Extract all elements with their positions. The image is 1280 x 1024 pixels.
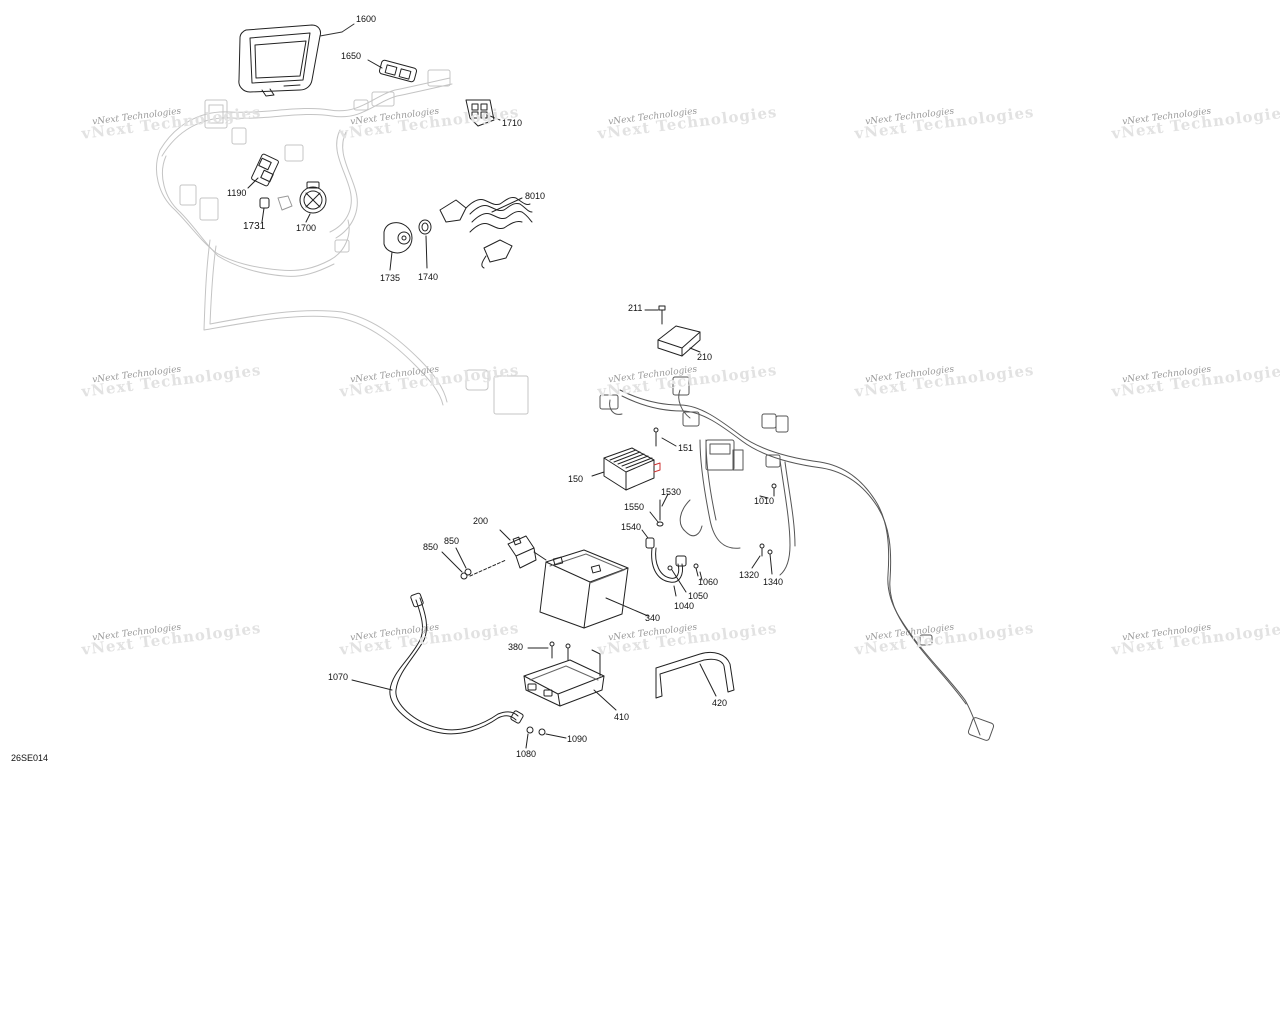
part-label-211[interactable]: 211 — [628, 303, 643, 313]
terminal-1540 — [642, 530, 654, 548]
part-label-410[interactable]: 410 — [614, 712, 630, 722]
diagram-code: 26SE014 — [11, 753, 49, 763]
switch-1650 — [368, 60, 417, 83]
part-label-1600[interactable]: 1600 — [356, 14, 377, 24]
switch-1190 — [248, 154, 279, 188]
part-label-1060[interactable]: 1060 — [698, 577, 719, 587]
lanyard-switch-1735 — [384, 223, 412, 270]
module-210 — [658, 326, 700, 356]
part-label-1050[interactable]: 1050 — [688, 591, 709, 601]
hardware-1530 — [660, 494, 668, 520]
part-label-340[interactable]: 340 — [645, 613, 661, 623]
switch-1700 — [278, 182, 326, 222]
part-label-1650[interactable]: 1650 — [341, 51, 362, 61]
battery-340 — [540, 550, 648, 628]
nut-850-a — [442, 552, 467, 579]
solenoid-200 — [470, 530, 546, 576]
part-label-1710[interactable]: 1710 — [502, 118, 523, 128]
screw-1060 — [694, 564, 702, 580]
gauge-cluster-1600 — [239, 24, 354, 96]
screw-211 — [645, 306, 665, 324]
part-label-200[interactable]: 200 — [473, 516, 489, 526]
nut-1090 — [539, 729, 566, 738]
part-label-210[interactable]: 210 — [697, 352, 713, 362]
part-label-850[interactable]: 850 — [444, 536, 460, 546]
screw-151 — [654, 428, 676, 446]
switch-1710 — [466, 100, 500, 126]
washer-1080 — [526, 727, 533, 748]
part-label-850[interactable]: 850 — [423, 542, 439, 552]
part-label-1700[interactable]: 1700 — [296, 223, 317, 233]
part-label-1070[interactable]: 1070 — [328, 672, 349, 682]
screw-1320 — [752, 544, 764, 568]
part-label-1550[interactable]: 1550 — [624, 502, 645, 512]
ghost-harness-left — [156, 70, 528, 414]
screw-1050 — [668, 566, 686, 592]
plug-1731 — [260, 198, 269, 222]
screw-1340 — [768, 550, 772, 574]
part-label-420[interactable]: 420 — [712, 698, 728, 708]
part-label-8010[interactable]: 8010 — [525, 191, 546, 201]
part-label-150[interactable]: 150 — [568, 474, 584, 484]
hold-down-strap-420 — [656, 652, 734, 698]
part-label-1530[interactable]: 1530 — [661, 487, 682, 497]
part-label-1540[interactable]: 1540 — [621, 522, 642, 532]
part-label-1080[interactable]: 1080 — [516, 749, 537, 759]
starter-cable-1070 — [352, 593, 524, 734]
part-label-1040[interactable]: 1040 — [674, 601, 695, 611]
part-label-1090[interactable]: 1090 — [567, 734, 588, 744]
washer-1550 — [650, 512, 663, 526]
regulator-150 — [592, 448, 660, 490]
nut-850-b — [456, 548, 471, 575]
part-label-1340[interactable]: 1340 — [763, 577, 784, 587]
part-label-1010[interactable]: 1010 — [754, 496, 775, 506]
battery-tray-410 — [524, 650, 616, 710]
screws-380 — [528, 642, 570, 660]
part-label-1740[interactable]: 1740 — [418, 272, 439, 282]
part-label-1320[interactable]: 1320 — [739, 570, 760, 580]
part-label-380[interactable]: 380 — [508, 642, 524, 652]
part-label-151[interactable]: 151 — [678, 443, 694, 453]
part-label-1731[interactable]: 1731 — [243, 221, 266, 232]
main-harness-right — [600, 377, 994, 741]
tether-cord-8010 — [440, 197, 532, 268]
nut-1740 — [419, 220, 431, 268]
screw-1010 — [760, 484, 776, 498]
battery-cable-1040 — [652, 548, 686, 596]
part-label-1735[interactable]: 1735 — [380, 273, 401, 283]
part-label-1190[interactable]: 1190 — [227, 188, 247, 198]
